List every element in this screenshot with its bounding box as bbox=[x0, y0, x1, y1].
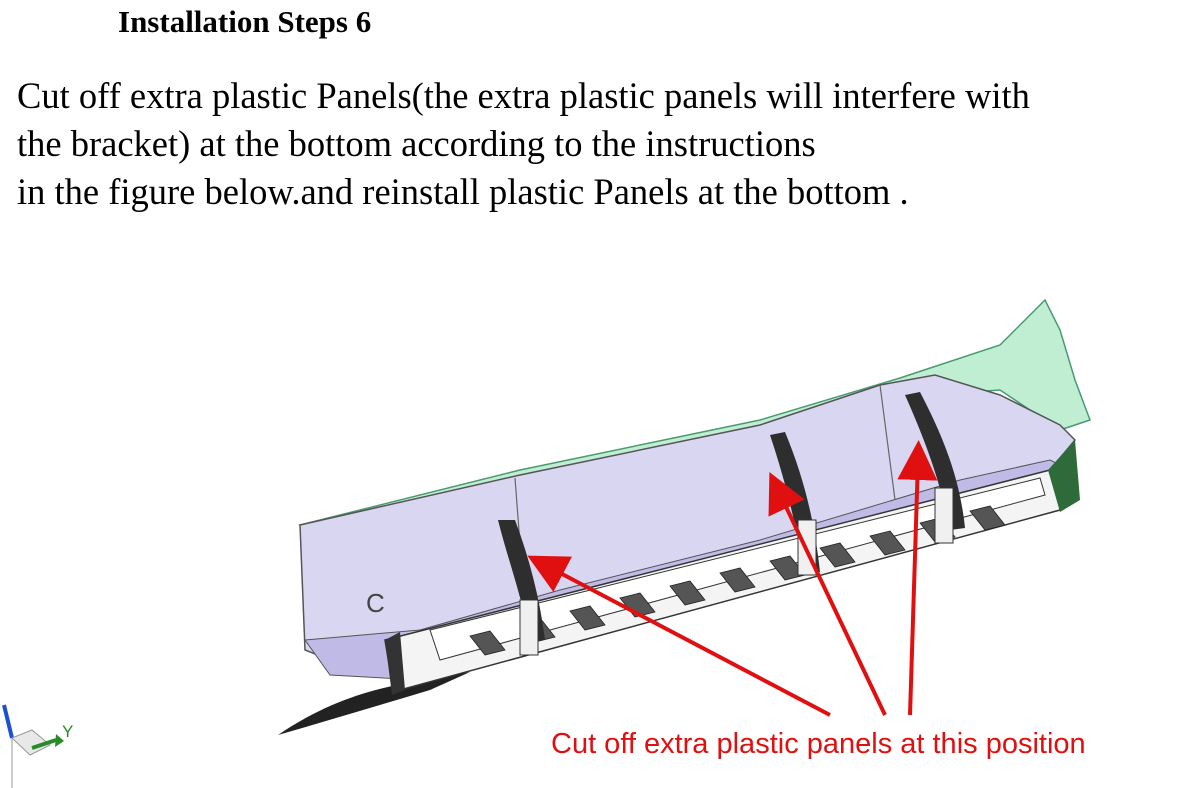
panel-c-mark: C bbox=[366, 588, 385, 618]
instruction-line-1: Cut off extra plastic Panels(the extra p… bbox=[17, 75, 1030, 116]
bracket-left-plate bbox=[519, 599, 539, 656]
instruction-paragraph: Cut off extra plastic Panels(the extra p… bbox=[17, 72, 1187, 216]
callout-arrow-2 bbox=[768, 471, 887, 716]
bracket-right-plate bbox=[934, 487, 954, 544]
ground-shadow bbox=[278, 672, 470, 735]
instruction-line-2: the bracket) at the bottom according to … bbox=[17, 123, 816, 164]
right-end-cap bbox=[1048, 440, 1080, 512]
callout-arrow-1 bbox=[527, 555, 831, 717]
callout-label: Cut off extra plastic panels at this pos… bbox=[551, 728, 1086, 760]
axis-indicator-icon bbox=[2, 704, 64, 788]
page-title: Installation Steps 6 bbox=[118, 4, 372, 39]
panel-seam-2 bbox=[879, 384, 896, 501]
instruction-line-3: in the figure below.and reinstall plasti… bbox=[17, 171, 909, 212]
callout-arrow-3 bbox=[897, 440, 938, 716]
installation-figure: C bbox=[2, 298, 1091, 788]
left-end-cap bbox=[385, 632, 405, 695]
axis-y-label: Y bbox=[62, 722, 74, 741]
